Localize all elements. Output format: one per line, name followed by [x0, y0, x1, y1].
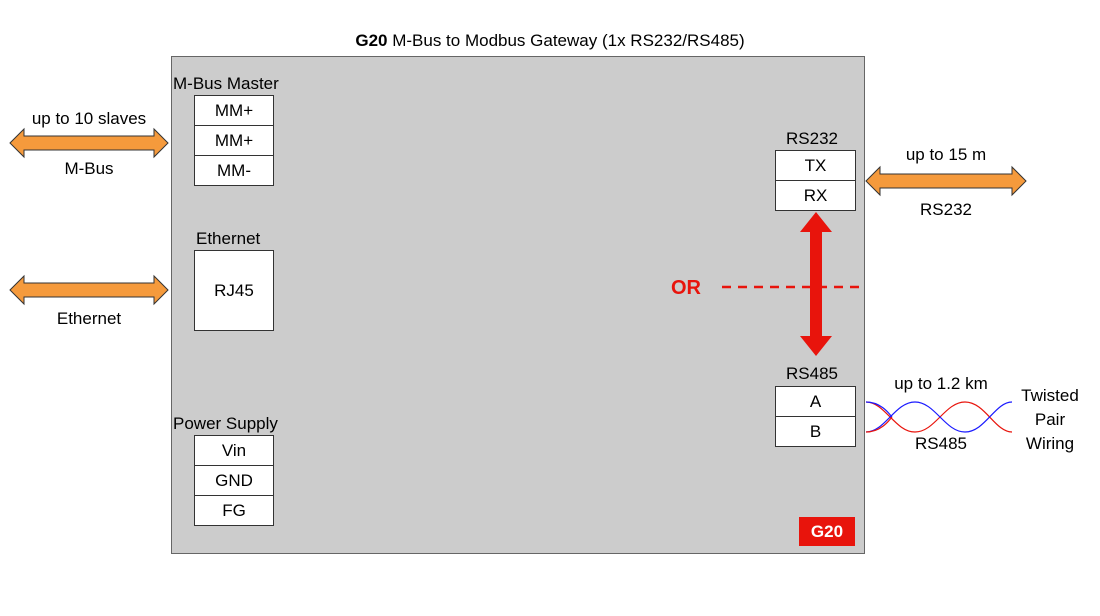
- mbus-arrow-bottom-label: M-Bus: [64, 159, 114, 178]
- power-header: Power Supply: [173, 414, 278, 433]
- mbus-terminal-mm-plus-2: MM+: [194, 125, 274, 156]
- ethernet-header: Ethernet: [196, 229, 261, 248]
- rs485-terminal-b: B: [775, 416, 856, 447]
- ethernet-arrow-bottom-label: Ethernet: [56, 309, 122, 328]
- twisted-pair-label: Twisted Pair Wiring: [1010, 384, 1090, 456]
- rs232-double-arrow: [865, 165, 1027, 197]
- mbus-double-arrow: [9, 127, 169, 159]
- power-terminal-gnd: GND: [194, 465, 274, 496]
- rs232-header: RS232: [786, 129, 838, 148]
- rs485-cable-bottom-label: RS485: [915, 434, 967, 453]
- gateway-box: [171, 56, 865, 554]
- rs485-cable-top-label: up to 1.2 km: [894, 374, 988, 393]
- mbus-arrow-top-label: up to 10 slaves: [31, 109, 147, 128]
- rs232-terminal-tx: TX: [775, 150, 856, 181]
- rs232-terminal-rx: RX: [775, 180, 856, 211]
- title-rest: M-Bus to Modbus Gateway (1x RS232/RS485): [387, 31, 745, 50]
- mbus-header: M-Bus Master: [173, 74, 279, 93]
- title-bold: G20: [355, 31, 388, 50]
- rs485-header: RS485: [786, 364, 838, 383]
- power-terminal-vin: Vin: [194, 435, 274, 466]
- or-label: OR: [671, 277, 701, 299]
- rs485-terminal-a: A: [775, 386, 856, 417]
- g20-badge: G20: [799, 517, 855, 546]
- twisted-pair-cable: [865, 401, 1013, 433]
- diagram-title: G20 M-Bus to Modbus Gateway (1x RS232/RS…: [0, 31, 1100, 51]
- twisted-pair-line-1: Twisted: [1021, 386, 1079, 405]
- mbus-terminal-mm-plus-1: MM+: [194, 95, 274, 126]
- rs232-arrow-top-label: up to 15 m: [905, 145, 987, 164]
- mbus-terminal-mm-minus: MM-: [194, 155, 274, 186]
- twisted-pair-line-3: Wiring: [1025, 434, 1075, 453]
- ethernet-double-arrow: [9, 274, 169, 306]
- power-terminal-fg: FG: [194, 495, 274, 526]
- ethernet-port-rj45: RJ45: [194, 250, 274, 331]
- rs232-arrow-bottom-label: RS232: [920, 200, 972, 219]
- twisted-pair-line-2: Pair: [1034, 410, 1066, 429]
